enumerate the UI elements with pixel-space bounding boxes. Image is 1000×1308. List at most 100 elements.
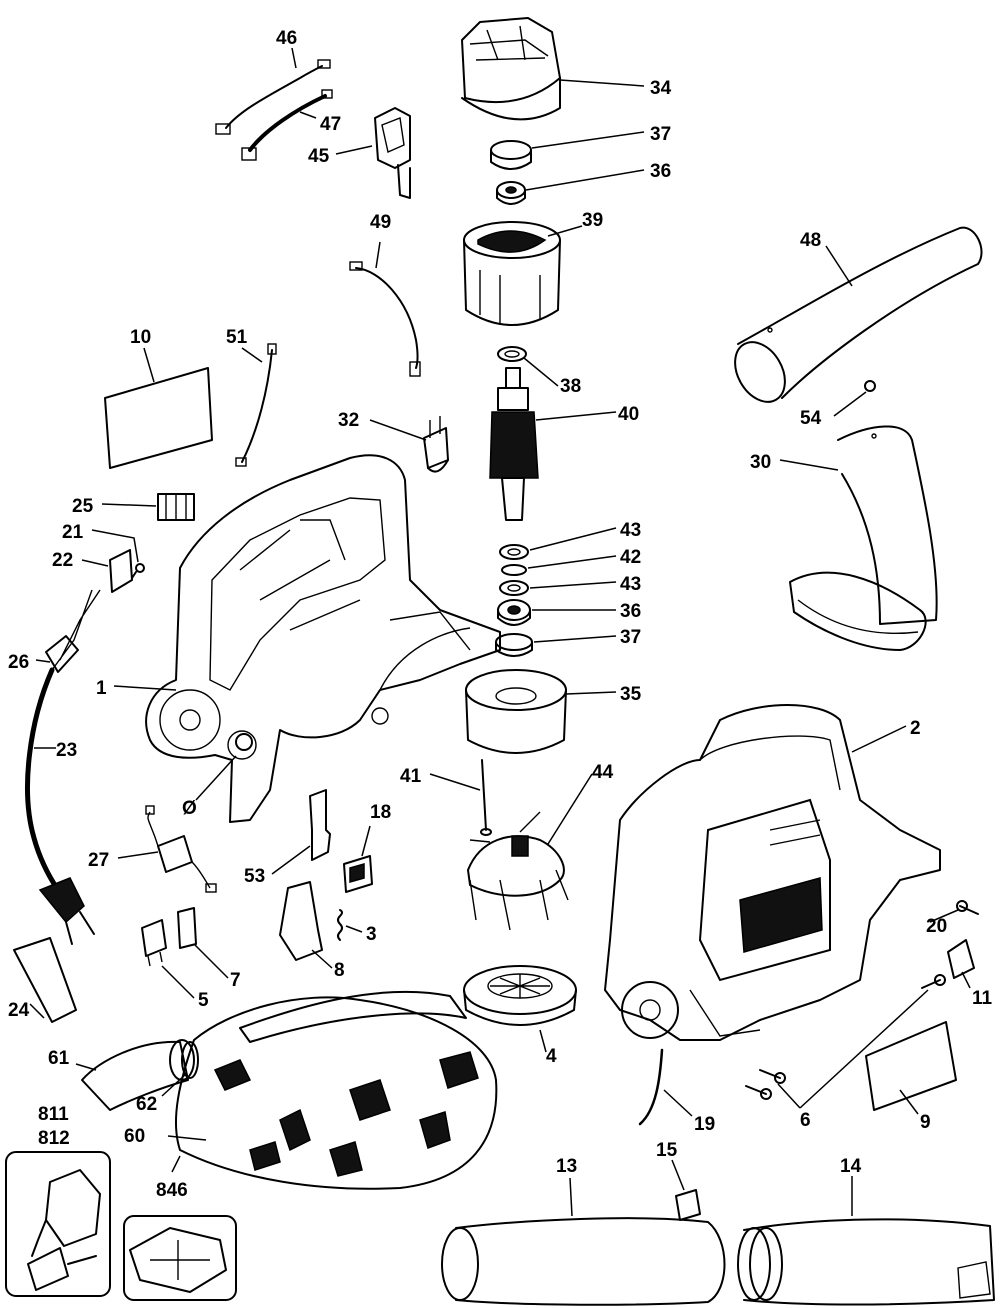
callout-24: 24 (8, 1000, 30, 1021)
part-hardware-kit (123, 1215, 237, 1301)
part-48-blower-tube (734, 226, 983, 403)
callout-37-lower: 37 (620, 627, 641, 648)
callout-51: 51 (226, 327, 248, 348)
part-43-washer-upper (499, 544, 529, 560)
callout-42: 42 (620, 547, 641, 568)
callout-10: 10 (130, 327, 151, 348)
part-19-wire (638, 1048, 664, 1126)
callout-8: 8 (334, 960, 345, 981)
part-21-screw (131, 563, 145, 579)
part-44-fan-impeller (467, 811, 569, 931)
leader-lines (29, 47, 971, 1217)
part-26-cord-protector (45, 635, 79, 673)
callout-43-upper: 43 (620, 520, 641, 541)
part-4-fan-cover (463, 965, 577, 1026)
callout-23: 23 (56, 740, 77, 761)
part-6-screws (745, 974, 946, 1100)
part-15-tube-label (675, 1189, 701, 1221)
part-41-long-screw (480, 759, 492, 836)
callout-14: 14 (840, 1156, 862, 1177)
part-43-washer-lower (499, 580, 529, 596)
part-38-washer (497, 346, 527, 362)
part-53-bracket (309, 789, 331, 861)
callout-54: 54 (800, 408, 822, 429)
callout-labels: 46 47 45 34 37 36 39 49 48 10 51 38 32 4… (8, 28, 993, 1201)
callout-48: 48 (800, 230, 821, 251)
callout-53: 53 (244, 866, 265, 887)
callout-812: 812 (38, 1128, 70, 1149)
callout-39: 39 (582, 210, 603, 231)
part-37-bearing-sleeve-lower (495, 633, 533, 657)
part-40-armature (489, 367, 539, 521)
part-36-bearing-lower (497, 599, 531, 626)
callout-1: 1 (96, 678, 107, 699)
part-46-wire-lead (215, 59, 331, 135)
callout-60: 60 (124, 1126, 145, 1147)
part-27-capacitor (145, 805, 217, 893)
part-42-spring-washer (501, 564, 527, 576)
part-11-small-label (947, 939, 975, 979)
callout-20: 20 (926, 916, 947, 937)
callout-35: 35 (620, 684, 642, 705)
part-35-motor-housing (465, 669, 567, 754)
callout-46: 46 (276, 28, 297, 49)
part-34-motor-cap (461, 17, 561, 121)
part-51-wire (235, 343, 277, 467)
callout-18: 18 (370, 802, 391, 823)
callout-45: 45 (308, 146, 330, 167)
callout-9: 9 (920, 1112, 931, 1133)
part-24-tube-piece (13, 937, 77, 1023)
part-13-blower-tube (441, 1217, 726, 1306)
callout-47: 47 (320, 114, 341, 135)
callout-62: 62 (136, 1094, 157, 1115)
part-811-812-adhesive-kit (5, 1151, 111, 1297)
callout-36-top: 36 (650, 161, 671, 182)
part-2-housing-right (604, 704, 941, 1041)
part-8-trigger (279, 881, 323, 961)
callout-2: 2 (910, 718, 921, 739)
part-5-slide-switch (141, 919, 167, 967)
callout-811: 811 (38, 1104, 69, 1125)
part-49-wire (349, 261, 421, 377)
part-1-housing-left (145, 454, 501, 823)
callout-30: 30 (750, 452, 771, 473)
part-18-rocker-switch (343, 855, 373, 893)
part-39-field-stator (463, 221, 561, 326)
callout-32: 32 (338, 410, 359, 431)
callout-34: 34 (650, 78, 672, 99)
callout-43-lower: 43 (620, 574, 641, 595)
part-23-power-cord (25, 589, 101, 893)
part-62-collar (181, 1041, 199, 1079)
callout-25: 25 (72, 496, 94, 517)
part-32-suppressor (423, 416, 449, 473)
callout-40: 40 (618, 404, 639, 425)
callout-846: 846 (156, 1180, 188, 1201)
part-plug (38, 877, 95, 945)
callout-7: 7 (230, 970, 241, 991)
part-36-bearing-top (496, 181, 526, 205)
part-9-label (865, 1021, 957, 1111)
callout-6: 6 (800, 1110, 811, 1131)
callout-15: 15 (656, 1140, 678, 1161)
callout-13: 13 (556, 1156, 577, 1177)
part-10-label-plate (104, 367, 213, 469)
part-54-screw (864, 380, 876, 392)
callout-19: 19 (694, 1114, 715, 1135)
callout-37-top: 37 (650, 124, 671, 145)
part-25-terminal-block (157, 493, 195, 521)
callout-38: 38 (560, 376, 581, 397)
part-37-bearing-sleeve-top (490, 140, 532, 170)
part-7-switch-cover (177, 907, 197, 949)
part-14-blower-tube-end (737, 1218, 995, 1306)
part-30-elbow-tube (789, 425, 938, 651)
callout-61: 61 (48, 1048, 70, 1069)
part-phi-clip (235, 733, 253, 751)
part-45-brush-holder (374, 107, 411, 199)
callout-36-lower: 36 (620, 601, 641, 622)
part-3-spring (337, 909, 343, 941)
part-60-collection-bag (174, 990, 498, 1190)
part-47-wire-lead (241, 89, 333, 161)
callout-21: 21 (62, 522, 84, 543)
callout-44: 44 (592, 762, 614, 783)
